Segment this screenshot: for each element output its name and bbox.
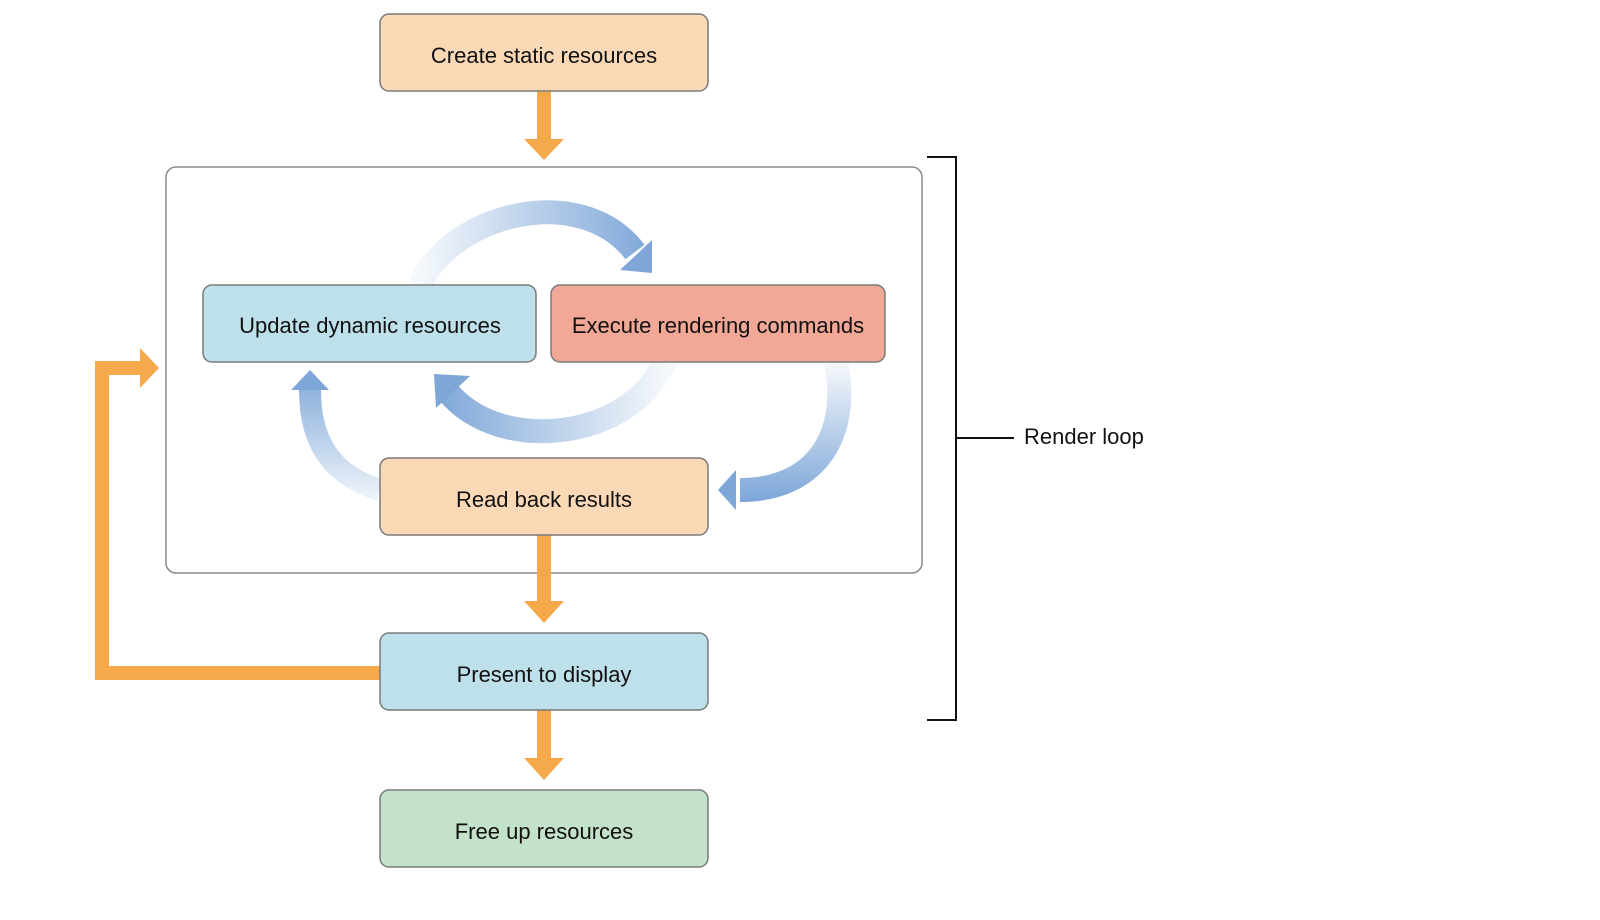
node-update-dynamic-resources: Update dynamic resources xyxy=(202,284,537,363)
arrow-execute-to-readback xyxy=(718,359,852,510)
arrow-readback-to-update xyxy=(291,370,384,501)
node-label: Execute rendering commands xyxy=(572,313,864,338)
arrow-present-to-free xyxy=(524,710,564,780)
node-label: Create static resources xyxy=(431,43,657,68)
node-read-back-results: Read back results xyxy=(379,457,709,536)
render-loop-bracket xyxy=(927,156,1014,721)
node-execute-rendering-commands: Execute rendering commands xyxy=(550,284,886,363)
render-loop-label: Render loop xyxy=(1024,424,1144,449)
node-label: Read back results xyxy=(456,487,632,512)
arrow-execute-to-update xyxy=(434,356,676,444)
node-free-up-resources: Free up resources xyxy=(379,789,709,868)
node-label: Present to display xyxy=(457,662,632,687)
arrow-present-loop-back xyxy=(95,348,381,680)
arrow-update-to-execute xyxy=(408,200,652,291)
arrow-readback-to-present xyxy=(524,535,564,623)
node-label: Update dynamic resources xyxy=(239,313,501,338)
arrow-create-to-loop xyxy=(524,91,564,160)
node-create-static-resources: Create static resources xyxy=(379,13,709,92)
node-present-to-display: Present to display xyxy=(379,632,709,711)
node-label: Free up resources xyxy=(455,819,634,844)
